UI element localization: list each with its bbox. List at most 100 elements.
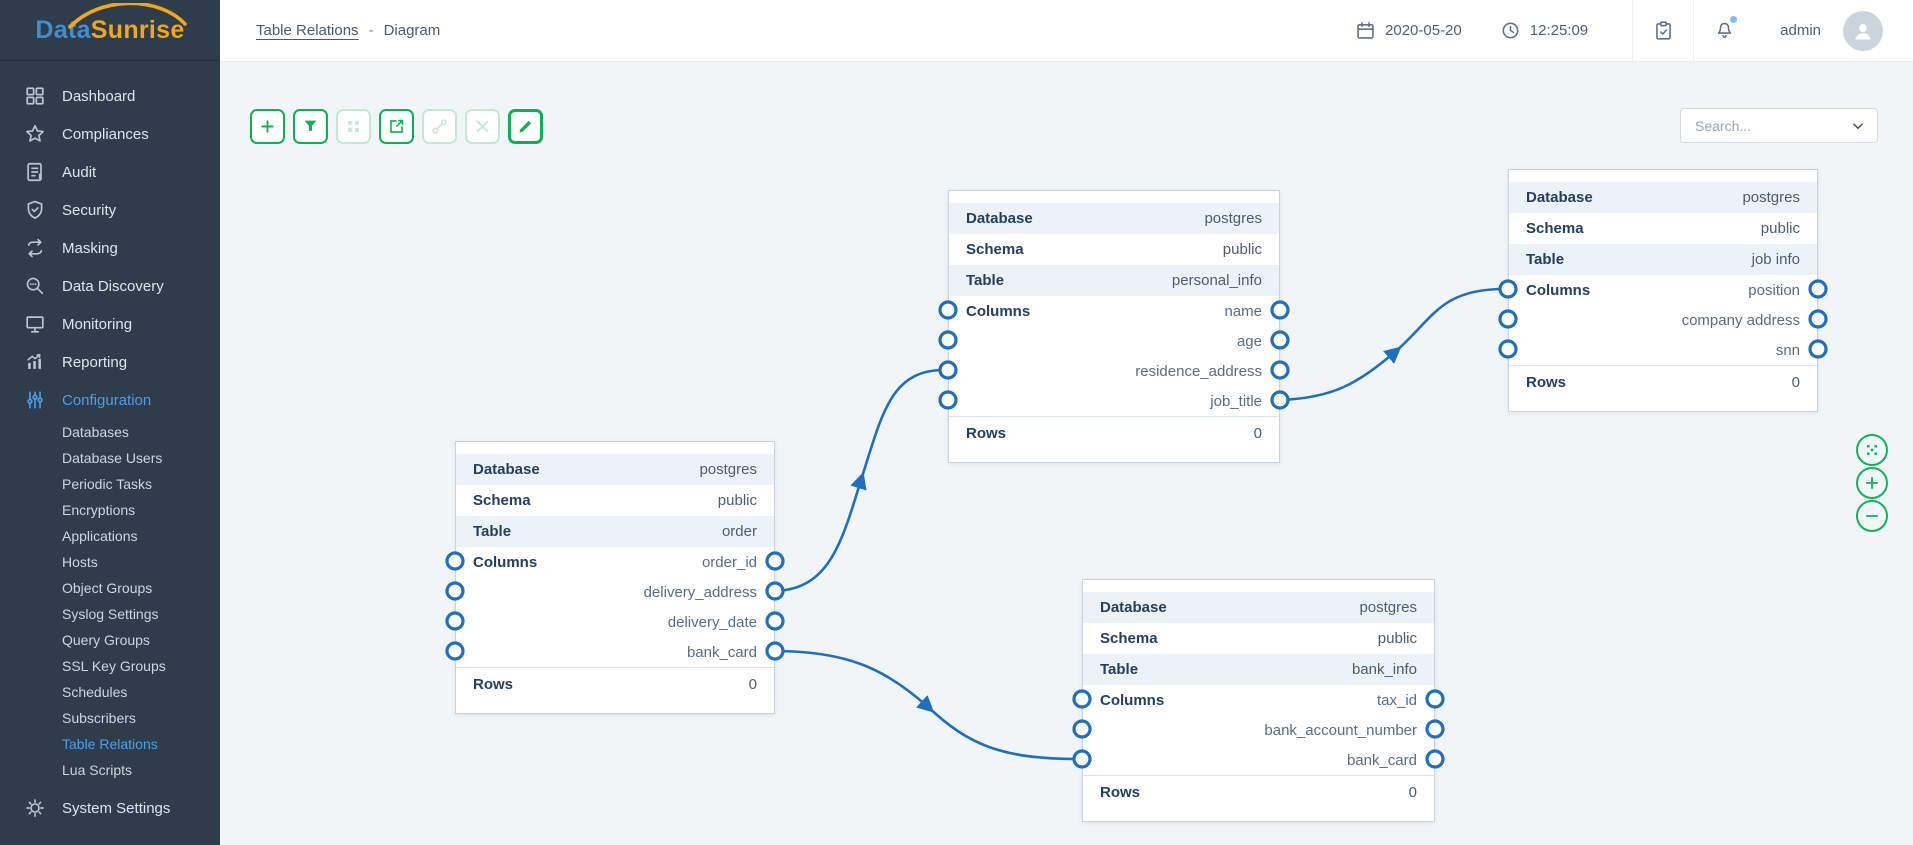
masking-swap-icon [24, 237, 46, 259]
relation-port[interactable] [938, 360, 958, 380]
sidebar-subitem-encryptions[interactable]: Encryptions [0, 497, 220, 523]
relation-port[interactable] [1425, 719, 1445, 739]
sidebar-subitem-lua-scripts[interactable]: Lua Scripts [0, 757, 220, 783]
rows-value: 0 [1791, 374, 1800, 391]
relation-port[interactable] [765, 611, 785, 631]
zoom-out-button[interactable] [1856, 500, 1888, 532]
database-label: Database [1526, 189, 1593, 206]
column-row: company address [1509, 305, 1817, 335]
sidebar-subitem-subscribers[interactable]: Subscribers [0, 705, 220, 731]
sidebar-subitem-label: Hosts [62, 554, 98, 570]
sidebar-item-compliances[interactable]: Compliances [0, 115, 220, 153]
relation-port[interactable] [1425, 749, 1445, 769]
relation-port[interactable] [445, 641, 465, 661]
fit-screen-icon [1867, 445, 1877, 455]
delete-button[interactable] [465, 109, 500, 144]
sidebar-item-configuration[interactable]: Configuration [0, 381, 220, 419]
monitor-icon [24, 313, 46, 335]
relation-port[interactable] [1808, 309, 1828, 329]
breadcrumb-table-relations-link[interactable]: Table Relations [256, 22, 359, 39]
diagram-toolbar [250, 109, 543, 144]
add-relation-button[interactable] [250, 109, 285, 144]
relation-port[interactable] [938, 300, 958, 320]
header-right: 2020-05-20 12:25:09 admin [1355, 0, 1913, 61]
rows-value: 0 [1408, 784, 1417, 801]
chevron-down-icon[interactable] [1849, 117, 1867, 135]
sidebar-subitem-applications[interactable]: Applications [0, 523, 220, 549]
relation-port[interactable] [1498, 309, 1518, 329]
relation-port[interactable] [1270, 300, 1290, 320]
database-value: postgres [699, 461, 757, 478]
relation-port[interactable] [765, 581, 785, 601]
header-divider [1632, 0, 1634, 61]
app-logo[interactable]: DataSunrise [0, 0, 220, 61]
relation-port[interactable] [1270, 330, 1290, 350]
notifications-button[interactable] [1694, 0, 1754, 61]
relation-port[interactable] [938, 390, 958, 410]
link-tables-button[interactable] [422, 109, 457, 144]
relation-port[interactable] [1072, 689, 1092, 709]
sidebar-subitem-query-groups[interactable]: Query Groups [0, 627, 220, 653]
edit-button[interactable] [508, 109, 543, 144]
relation-port[interactable] [765, 641, 785, 661]
relation-port[interactable] [1808, 339, 1828, 359]
database-value: postgres [1742, 189, 1800, 206]
search-input[interactable] [1695, 117, 1849, 134]
relation-port[interactable] [765, 551, 785, 571]
database-row: Database postgres [1509, 182, 1817, 213]
sidebar-subitem-databases[interactable]: Databases [0, 419, 220, 445]
column-row: Columns name [949, 296, 1279, 326]
relation-port[interactable] [445, 611, 465, 631]
sidebar-item-reporting[interactable]: Reporting [0, 343, 220, 381]
relation-port[interactable] [445, 551, 465, 571]
relation-port[interactable] [1425, 689, 1445, 709]
sidebar-subitem-label: Periodic Tasks [62, 476, 153, 492]
schema-row: Schema public [1083, 623, 1434, 654]
rows-label: Rows [473, 676, 514, 693]
sidebar-subitem-database-users[interactable]: Database Users [0, 445, 220, 471]
relation-port[interactable] [445, 581, 465, 601]
relation-port[interactable] [1498, 339, 1518, 359]
sidebar-subitem-syslog-settings[interactable]: Syslog Settings [0, 601, 220, 627]
column-name: bank_account_number [1264, 721, 1417, 739]
tasks-button[interactable] [1633, 0, 1693, 61]
sidebar-subitem-table-relations[interactable]: Table Relations [0, 731, 220, 757]
relation-port[interactable] [938, 330, 958, 350]
sidebar-item-monitoring[interactable]: Monitoring [0, 305, 220, 343]
fit-screen-button[interactable] [1856, 434, 1888, 466]
filter-button[interactable] [293, 109, 328, 144]
relation-port[interactable] [1498, 279, 1518, 299]
sidebar-subitem-schedules[interactable]: Schedules [0, 679, 220, 705]
open-diagram-button[interactable] [379, 109, 414, 144]
sidebar-subitem-label: Database Users [62, 450, 163, 466]
zoom-in-button[interactable] [1856, 467, 1888, 499]
sunrise-arc-icon [67, 2, 187, 29]
sidebar-subitem-ssl-key-groups[interactable]: SSL Key Groups [0, 653, 220, 679]
sidebar-subitem-object-groups[interactable]: Object Groups [0, 575, 220, 601]
breadcrumb-current: Diagram [383, 22, 441, 39]
grid-view-button[interactable] [336, 109, 371, 144]
table-card-personal-info[interactable]: Database postgres Schema public Table pe… [948, 190, 1280, 463]
relation-port[interactable] [1072, 719, 1092, 739]
sidebar-item-audit[interactable]: Audit [0, 153, 220, 191]
avatar[interactable] [1843, 10, 1883, 51]
sidebar-item-system-settings[interactable]: System Settings [0, 789, 220, 827]
card-padding [1509, 399, 1817, 411]
sidebar-subitem-periodic-tasks[interactable]: Periodic Tasks [0, 471, 220, 497]
relation-port[interactable] [1072, 749, 1092, 769]
card-padding [1509, 170, 1817, 182]
table-label: Table [1100, 661, 1139, 678]
sidebar-item-dashboard[interactable]: Dashboard [0, 77, 220, 115]
table-card-order[interactable]: Database postgres Schema public Table or… [455, 441, 775, 714]
table-card-job-info[interactable]: Database postgres Schema public Table jo… [1508, 169, 1818, 412]
relation-port[interactable] [1270, 390, 1290, 410]
sidebar-item-masking[interactable]: Masking [0, 229, 220, 267]
sidebar-subitem-label: Applications [62, 528, 138, 544]
relation-port[interactable] [1808, 279, 1828, 299]
table-card-bank-info[interactable]: Database postgres Schema public Table ba… [1082, 579, 1435, 822]
sidebar-subitem-hosts[interactable]: Hosts [0, 549, 220, 575]
column-name: position [1748, 281, 1800, 299]
sidebar-item-security[interactable]: Security [0, 191, 220, 229]
sidebar-item-data-discovery[interactable]: Data Discovery [0, 267, 220, 305]
relation-port[interactable] [1270, 360, 1290, 380]
